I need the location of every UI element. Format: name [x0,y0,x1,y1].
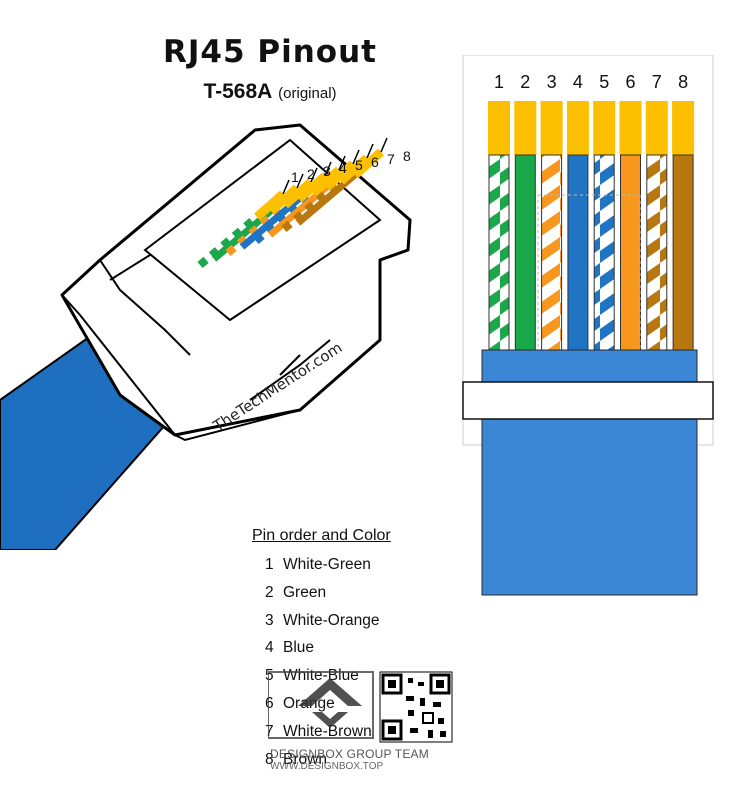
pin-contact [488,101,510,155]
pin-number-5: 5 [599,72,609,92]
pin-number-7: 7 [652,72,662,92]
wire-pin-2 [514,154,536,354]
legend-pin-number: 2 [265,583,274,601]
wire-pin-3 [541,154,563,354]
connector-contact-8 [352,148,384,179]
pin-number-3: 3 [547,72,557,92]
wire-pin-8 [672,154,694,354]
wire-pin-4 [567,154,589,354]
connector-contact-7 [338,154,370,185]
connector-wire-2 [211,201,282,262]
page-title: RJ45 Pinout [163,34,377,70]
connector-contact-4 [296,172,328,203]
connector-pin-number-2: 2 [307,166,315,182]
logo-url: WWW.DESIGNBOX.TOP [270,761,384,772]
connector-wire-8 [295,165,366,226]
connector-contact-1 [254,190,286,221]
logo-brand: DESIGNBOX GROUP TEAM [270,747,429,761]
connector-contact-6 [324,160,356,191]
connector-clip [279,354,301,376]
connector-pin-number-7: 7 [387,151,395,167]
legend-item: 2 Green [265,584,379,612]
legend-pin-color: Blue [283,639,315,657]
legend-item: 7 White-Brown [265,723,379,751]
wire-pin-1 [488,154,510,354]
legend-item: 1 White-Green [265,556,379,584]
connector-wires [197,165,366,269]
legend-item: 4 Blue [265,639,379,667]
legend-pin-color: White-Orange [283,611,380,629]
legend-item: 8 Brown [265,751,379,779]
connector-edge [99,259,191,356]
connector-pin-number-6: 6 [371,154,379,170]
legend-pin-number: 6 [265,694,274,712]
legend-pin-number: 7 [265,722,274,740]
connector-contact-2 [268,184,300,215]
pin-contact [645,101,668,155]
wire-pin-7 [646,154,668,354]
legend-item: 3 White-Orange [265,612,379,640]
legend-pin-number: 1 [265,556,274,573]
pin-contact [566,101,589,155]
pin-number-8: 8 [678,72,688,92]
standard-subtitle: T-568A (original) [150,80,390,104]
pin-contact [593,101,616,155]
pin-number-4: 4 [573,72,583,92]
pin-contact [514,101,537,155]
standard-name: T-568A [203,80,273,103]
pin-contacts [488,101,695,155]
pin-number-2: 2 [520,72,530,92]
wire-pin-6 [620,154,641,354]
pin-number-1: 1 [494,72,504,92]
legend-pin-color: White-Brown [283,722,372,740]
connector-contact-3 [282,178,314,209]
standard-note: (original) [278,85,337,102]
pin-wires [488,154,694,354]
connector-edge [174,409,301,442]
designbox-logo [268,671,453,743]
cable-crimp-band [462,381,714,420]
connector-contact-5 [310,166,342,197]
legend-pin-number: 3 [265,611,274,629]
connector-wire-4 [239,189,310,250]
legend-pin-number: 8 [265,750,274,768]
legend-pin-number: 4 [265,639,274,657]
pin-number-6: 6 [625,72,635,92]
pin-contact [619,101,642,155]
legend-title: Pin order and Color [252,527,391,544]
legend-pin-color: Brown [283,750,327,768]
connector-pin-number-5: 5 [355,157,363,173]
connector-pin-number-3: 3 [323,163,331,179]
legend-pin-color: Green [283,583,327,601]
connector-pin-number-4: 4 [339,160,347,176]
connector-edge [61,294,176,436]
pin-contact [540,101,563,155]
legend-pin-number: 5 [265,667,274,685]
wire-pin-5 [593,154,615,354]
connector-wire-6 [267,177,338,238]
connector-pin-number-1: 1 [291,169,299,185]
legend-pin-color: White-Green [283,556,371,573]
pin-contact [672,101,695,155]
connector-clip [249,339,331,401]
connector-pin-number-8: 8 [403,148,411,164]
connector-contacts [254,137,388,221]
